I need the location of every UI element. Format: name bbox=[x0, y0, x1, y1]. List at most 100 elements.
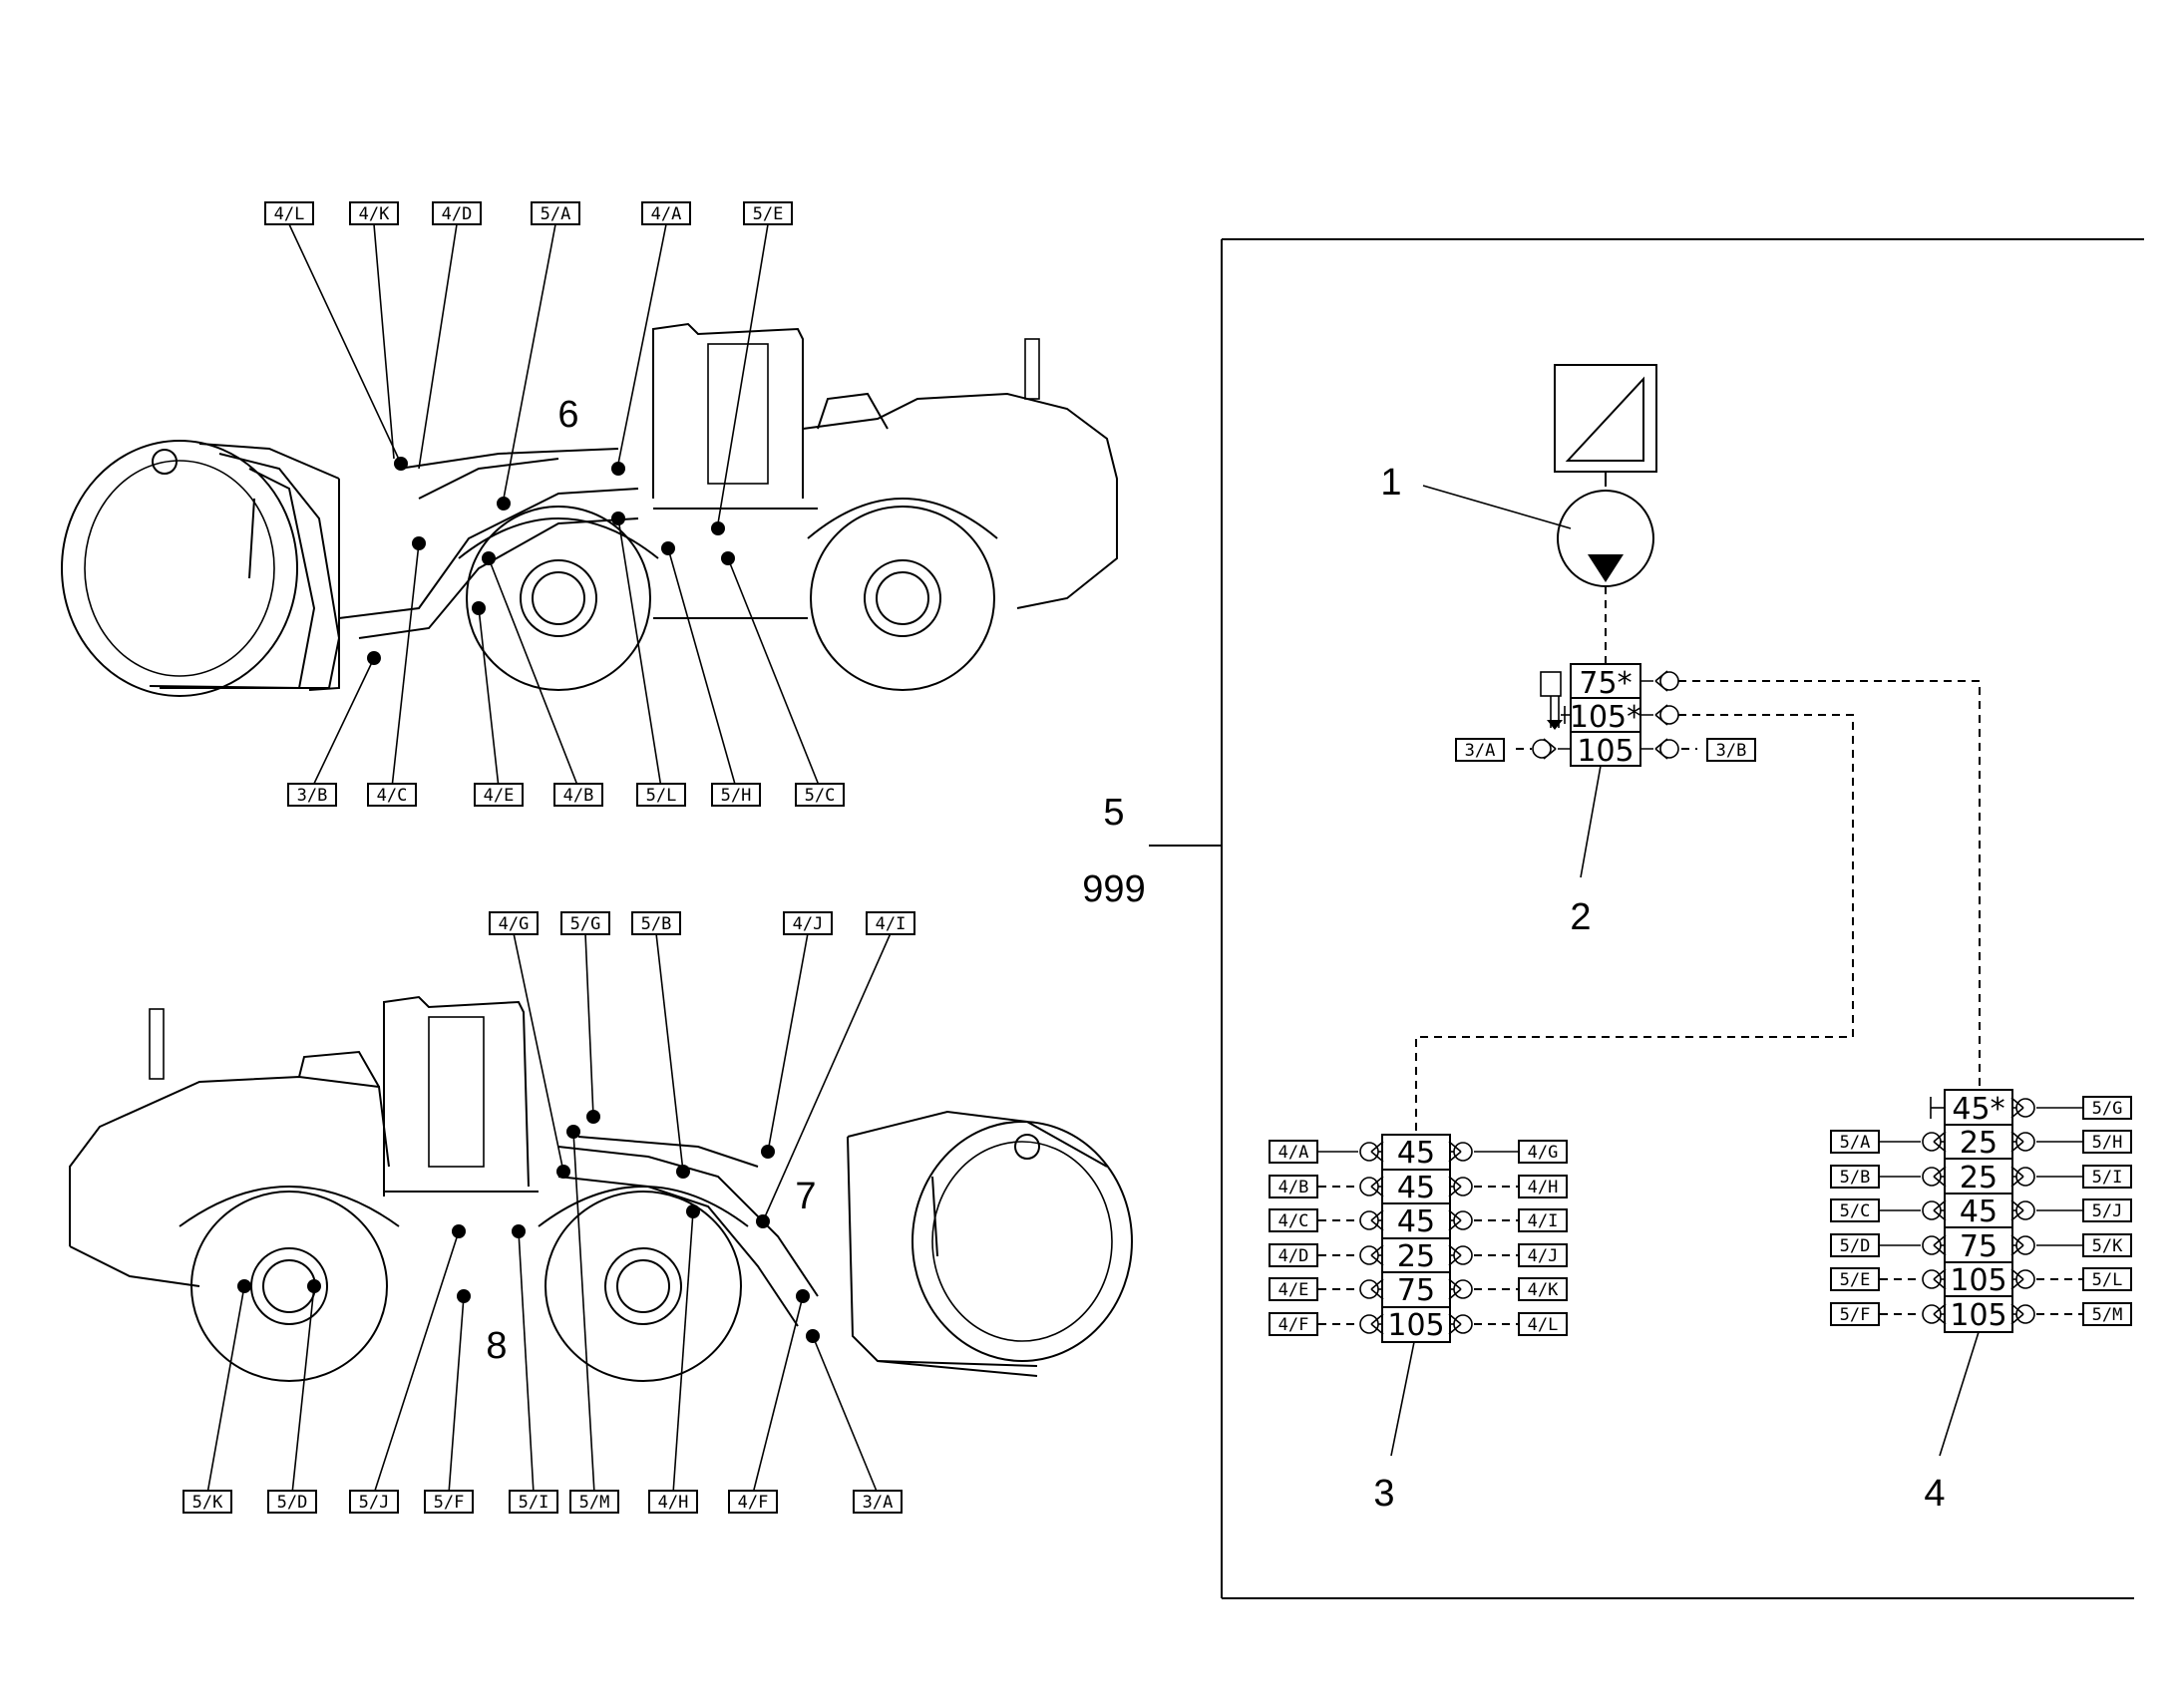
block4-value: 105 bbox=[1950, 1263, 2006, 1298]
svg-text:5/H: 5/H bbox=[721, 786, 752, 806]
tag-5L: 5/L bbox=[2082, 1267, 2132, 1291]
svg-text:4/D: 4/D bbox=[1278, 1246, 1309, 1266]
valve-block-top: 75* 105* 105 bbox=[1570, 663, 1641, 769]
svg-text:5/J: 5/J bbox=[359, 1493, 390, 1513]
tag-5F: 5/F bbox=[1830, 1302, 1880, 1326]
block4-value: 105 bbox=[1950, 1298, 2006, 1333]
tag-5M-bottom: 5/M bbox=[569, 1490, 619, 1514]
tag-4A: 4/A bbox=[1269, 1140, 1318, 1164]
wheel-loader-bottom-view bbox=[69, 995, 1133, 1382]
block4-value: 75 bbox=[1960, 1229, 1998, 1264]
svg-text:4/H: 4/H bbox=[1528, 1178, 1559, 1197]
bottom-leaders bbox=[206, 932, 892, 1495]
tag-5H-top: 5/H bbox=[711, 783, 761, 807]
tag-5I-bottom: 5/I bbox=[509, 1490, 558, 1514]
svg-text:5/E: 5/E bbox=[753, 204, 784, 224]
tag-4F: 4/F bbox=[1269, 1312, 1318, 1336]
tag-5H: 5/H bbox=[2082, 1130, 2132, 1154]
svg-text:4/B: 4/B bbox=[563, 786, 594, 806]
svg-text:5/A: 5/A bbox=[541, 204, 571, 224]
tag-4H: 4/H bbox=[1518, 1175, 1568, 1198]
tag-4I: 4/I bbox=[1518, 1208, 1568, 1232]
tag-5B: 5/B bbox=[1830, 1165, 1880, 1189]
tag-5E: 5/E bbox=[1830, 1267, 1880, 1291]
svg-text:4/F: 4/F bbox=[1278, 1315, 1309, 1335]
tag-4K: 4/K bbox=[1518, 1277, 1568, 1301]
svg-text:5/K: 5/K bbox=[192, 1493, 223, 1513]
svg-text:5/G: 5/G bbox=[2092, 1099, 2123, 1119]
svg-text:4/K: 4/K bbox=[359, 204, 390, 224]
item-number-2: 2 bbox=[1570, 896, 1591, 938]
valve-top-value: 105 bbox=[1577, 734, 1634, 769]
item-number-1: 1 bbox=[1380, 462, 1401, 504]
tag-5J-bottom: 5/J bbox=[349, 1490, 399, 1514]
item-number-8: 8 bbox=[486, 1325, 507, 1367]
tag-4E: 4/E bbox=[1269, 1277, 1318, 1301]
svg-text:5/M: 5/M bbox=[2092, 1305, 2123, 1325]
tag-4J: 4/J bbox=[1518, 1243, 1568, 1267]
svg-text:4/L: 4/L bbox=[274, 204, 305, 224]
block3-value: 25 bbox=[1397, 1239, 1435, 1274]
svg-text:5/A: 5/A bbox=[1840, 1133, 1871, 1153]
tag-4H-bottom: 4/H bbox=[648, 1490, 698, 1514]
tag-5E-top: 5/E bbox=[743, 201, 793, 225]
tag-4B: 4/B bbox=[1269, 1175, 1318, 1198]
svg-text:4/I: 4/I bbox=[1528, 1211, 1559, 1231]
svg-text:4/L: 4/L bbox=[1528, 1315, 1559, 1335]
svg-text:5/C: 5/C bbox=[1840, 1201, 1871, 1221]
svg-text:5/D: 5/D bbox=[1840, 1236, 1871, 1256]
svg-text:5/L: 5/L bbox=[2092, 1270, 2123, 1290]
svg-text:4/C: 4/C bbox=[377, 786, 408, 806]
schematic-frame bbox=[1149, 238, 2144, 1599]
group-number: 999 bbox=[1082, 868, 1145, 910]
tag-4C-top: 4/C bbox=[367, 783, 417, 807]
block4-value: 45 bbox=[1960, 1195, 1998, 1229]
item-number-3: 3 bbox=[1373, 1473, 1394, 1515]
tag-5I: 5/I bbox=[2082, 1165, 2132, 1189]
svg-text:4/D: 4/D bbox=[442, 204, 473, 224]
tag-5C-top: 5/C bbox=[795, 783, 845, 807]
svg-text:4/E: 4/E bbox=[1278, 1280, 1309, 1300]
tag-4F-bottom: 4/F bbox=[728, 1490, 778, 1514]
svg-text:4/I: 4/I bbox=[876, 914, 907, 934]
item-number-4: 4 bbox=[1924, 1473, 1945, 1515]
tag-5L-top: 5/L bbox=[636, 783, 686, 807]
tag-5D-bottom: 5/D bbox=[267, 1490, 317, 1514]
svg-text:45*: 45* bbox=[1952, 1092, 2004, 1127]
svg-text:3/A: 3/A bbox=[863, 1493, 894, 1513]
tag-3A-top: 3/A bbox=[1455, 738, 1505, 762]
svg-text:5/L: 5/L bbox=[646, 786, 677, 806]
check-valve-icon bbox=[1532, 670, 1679, 760]
svg-text:5/J: 5/J bbox=[2092, 1201, 2123, 1221]
tag-4G: 4/G bbox=[1518, 1140, 1568, 1164]
svg-text:5/F: 5/F bbox=[1840, 1305, 1871, 1325]
tag-4A-top: 4/A bbox=[641, 201, 691, 225]
svg-text:4/J: 4/J bbox=[793, 914, 824, 934]
block3-value: 105 bbox=[1387, 1308, 1444, 1343]
wheel-loader-top-view bbox=[61, 322, 1118, 697]
block3-value: 45 bbox=[1397, 1136, 1435, 1171]
svg-text:4/K: 4/K bbox=[1528, 1280, 1559, 1300]
svg-text:4/F: 4/F bbox=[738, 1493, 769, 1513]
pressure-switch-icon bbox=[1540, 671, 1571, 730]
svg-text:5/E: 5/E bbox=[1840, 1270, 1871, 1290]
svg-text:5/C: 5/C bbox=[805, 786, 836, 806]
svg-text:5/H: 5/H bbox=[2092, 1133, 2123, 1153]
svg-text:4/A: 4/A bbox=[651, 204, 682, 224]
item-number-7: 7 bbox=[795, 1176, 816, 1217]
tag-5F-bottom: 5/F bbox=[424, 1490, 474, 1514]
svg-text:4/G: 4/G bbox=[499, 914, 530, 934]
item-number-6: 6 bbox=[557, 394, 578, 436]
tag-4K-top: 4/K bbox=[349, 201, 399, 225]
svg-text:4/C: 4/C bbox=[1278, 1211, 1309, 1231]
svg-text:5/I: 5/I bbox=[519, 1493, 549, 1513]
valve-top-value: 105* bbox=[1570, 700, 1641, 735]
svg-text:5/I: 5/I bbox=[2092, 1168, 2123, 1188]
tag-4J-bottom: 4/J bbox=[783, 911, 833, 935]
tag-4E-top: 4/E bbox=[474, 783, 524, 807]
tag-4C: 4/C bbox=[1269, 1208, 1318, 1232]
svg-text:4/H: 4/H bbox=[658, 1493, 689, 1513]
block3-value: 75 bbox=[1397, 1273, 1435, 1308]
